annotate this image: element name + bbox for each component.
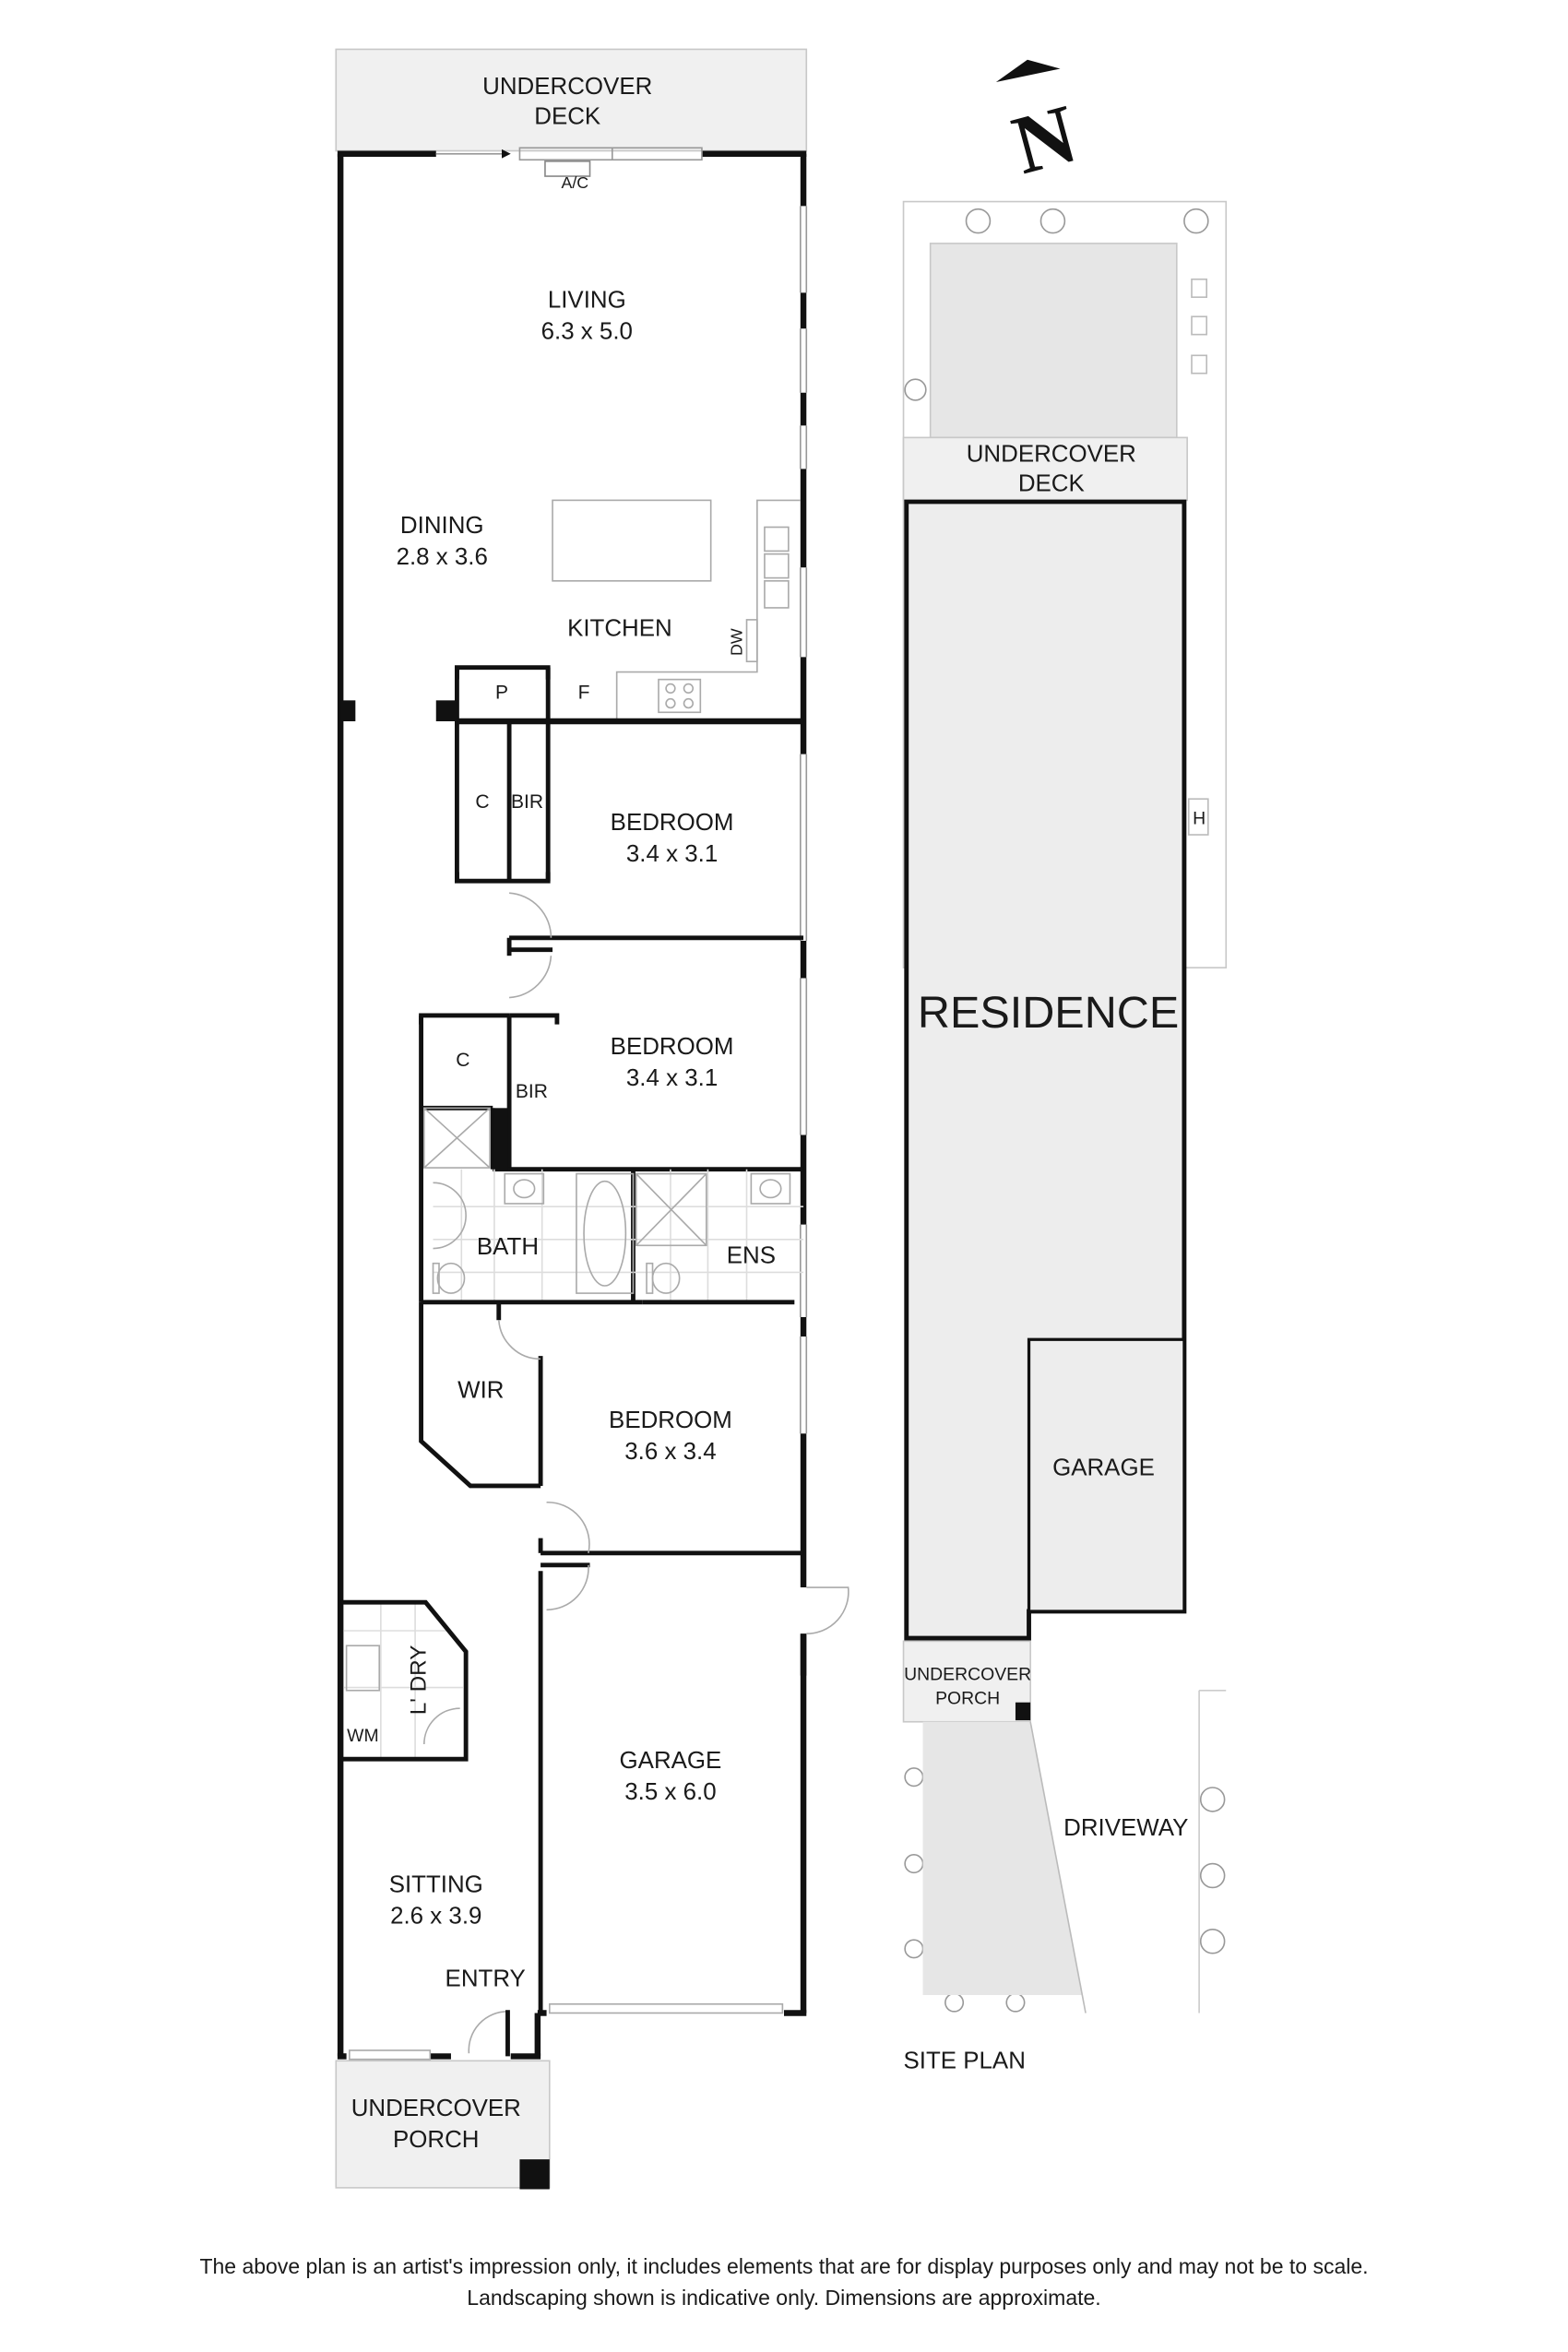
exterior-walls — [337, 150, 807, 2060]
bedroom2-dims: 3.4 x 3.1 — [626, 1065, 718, 1091]
residence-label: RESIDENCE — [918, 988, 1179, 1038]
washing-machine-label: WM — [347, 1726, 378, 1746]
north-label: N — [1004, 87, 1086, 193]
site-garage-label: GARAGE — [1052, 1455, 1155, 1481]
living-name: LIVING — [548, 288, 626, 314]
site-garage-footprint — [1027, 1337, 1186, 1613]
kitchen-sink-icon — [764, 526, 790, 609]
wall-pillar — [435, 700, 457, 721]
wir-name: WIR — [457, 1377, 504, 1403]
site-porch-line2: PORCH — [935, 1688, 1000, 1708]
ac-label: A/C — [561, 173, 588, 192]
driveway-edge — [1029, 1721, 1087, 2013]
bedroom2-name: BEDROOM — [611, 1034, 734, 1060]
site-boxes — [1191, 278, 1207, 374]
site-deck-area — [902, 436, 1188, 502]
bir-label-1: BIR — [511, 791, 543, 813]
dining-dims: 2.8 x 3.6 — [397, 544, 488, 570]
site-plan-title: SITE PLAN — [904, 2048, 1026, 2073]
site-porch-area — [902, 1640, 1031, 1723]
laundry-tub-icon — [345, 1645, 381, 1692]
bedroom1-walls — [455, 721, 804, 956]
door-swing-wir — [497, 1320, 541, 1360]
front-garden-area — [922, 1721, 1083, 1996]
dining-name: DINING — [400, 513, 484, 539]
door-swing-bedroom2 — [509, 956, 552, 999]
wall-pillar-left — [340, 700, 356, 721]
driveway-label: DRIVEWAY — [1063, 1815, 1188, 1841]
floor-plan: UNDERCOVER DECK — [335, 48, 849, 2190]
hot-water-unit — [1187, 798, 1209, 836]
porch-post — [519, 2159, 550, 2190]
door-swing-bedroom3 — [546, 1501, 590, 1553]
door-arrow-icon — [502, 148, 511, 159]
door-swing-bedroom1 — [509, 892, 552, 938]
toilet-icon — [432, 1262, 681, 1294]
deck-label-line1: UNDERCOVER — [482, 74, 652, 100]
linen-cupboard-label-2: C — [456, 1050, 469, 1071]
door-swing-garage-side — [806, 1586, 849, 1635]
garage-roller-door — [549, 2002, 784, 2014]
kitchen-bench — [615, 499, 801, 720]
living-dims: 6.3 x 5.0 — [541, 319, 633, 345]
sliding-door-deck — [435, 147, 703, 161]
wir-walls — [419, 1301, 804, 2013]
linen-cupboard-label-1: C — [475, 791, 489, 813]
ac-unit — [544, 160, 591, 177]
sitting-name: SITTING — [389, 1871, 483, 1897]
sitting-dims: 2.6 x 3.9 — [390, 1903, 481, 1929]
kitchen-name: KITCHEN — [567, 616, 672, 642]
basin-icon — [504, 1172, 791, 1205]
bedroom1-dims: 3.4 x 3.1 — [626, 841, 718, 867]
bir-label-2: BIR — [516, 1081, 548, 1102]
disclaimer: The above plan is an artist's impression… — [0, 2251, 1568, 2313]
north-compass: N — [995, 59, 1086, 193]
backyard-area — [929, 243, 1178, 439]
windows-right — [800, 206, 808, 1434]
ensuite-name: ENS — [727, 1243, 776, 1269]
site-porch-line1: UNDERCOVER — [904, 1664, 1031, 1684]
site-porch-post — [1015, 1702, 1031, 1721]
laundry-tiles — [343, 1602, 463, 1760]
bedroom1-name: BEDROOM — [611, 810, 734, 836]
bedroom2-wall-thick — [493, 1108, 508, 1171]
bedroom3-name: BEDROOM — [609, 1408, 732, 1433]
undercover-porch-area — [335, 2060, 551, 2189]
undercover-deck-area — [335, 48, 808, 152]
site-deck-line1: UNDERCOVER — [967, 441, 1136, 467]
kitchen-island — [552, 499, 712, 582]
shower-icon — [423, 1107, 707, 1247]
pantry-label: P — [495, 683, 508, 704]
entry-name: ENTRY — [445, 1966, 526, 1991]
north-arrow-icon — [995, 59, 1061, 83]
deck-label-line2: DECK — [534, 103, 600, 129]
site-deck-line2: DECK — [1018, 471, 1085, 497]
front-window — [349, 2049, 432, 2061]
porch-label-line2: PORCH — [393, 2127, 480, 2153]
door-swing-garage-internal — [546, 1564, 589, 1611]
hot-water-label: H — [1193, 809, 1206, 829]
bathtub-icon — [576, 1172, 635, 1294]
garage-name: GARAGE — [620, 1748, 722, 1774]
bedroom3-dims: 3.6 x 3.4 — [624, 1439, 716, 1465]
dishwasher-label: DW — [728, 628, 746, 656]
door-swing-bath — [433, 1182, 467, 1250]
disclaimer-line1: The above plan is an artist's impression… — [199, 2254, 1369, 2278]
porch-label-line1: UNDERCOVER — [351, 2096, 521, 2121]
bath-name: BATH — [477, 1234, 539, 1260]
disclaimer-line2: Landscaping shown is indicative only. Di… — [467, 2286, 1101, 2310]
fridge-label: F — [578, 683, 590, 704]
laundry-label: L' DRY — [406, 1645, 431, 1716]
door-swing-laundry — [423, 1707, 460, 1745]
dishwasher — [745, 619, 758, 663]
door-swing-entry — [468, 2011, 508, 2054]
garage-dims: 3.5 x 6.0 — [624, 1779, 716, 1805]
laundry-walls — [340, 1599, 469, 1762]
site-plan: UNDERCOVER DECK RESIDENCE GARAGE H UNDER… — [902, 200, 1228, 2073]
cooktop-icon — [658, 678, 702, 714]
